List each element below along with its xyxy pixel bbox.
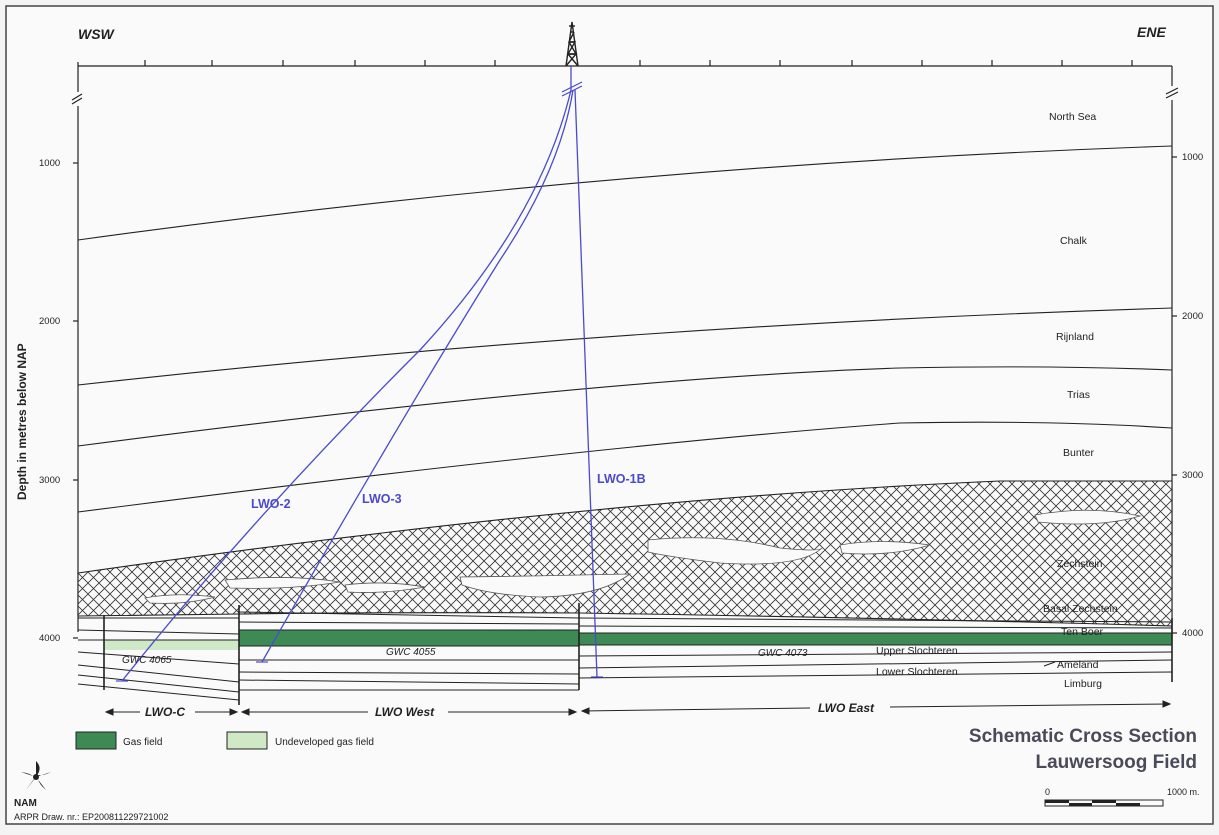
formation-trias: Trias bbox=[1067, 389, 1090, 401]
well-label-lwo-3: LWO-3 bbox=[362, 492, 402, 506]
right-tick-1000: 1000 bbox=[1182, 152, 1203, 163]
formation-ten-boer: Ten Boer bbox=[1061, 626, 1104, 638]
block-lwo-east bbox=[578, 617, 1173, 679]
horizon-base-chalk bbox=[77, 307, 1173, 386]
right-tick-3000: 3000 bbox=[1182, 470, 1203, 481]
formation-zechstein: Zechstein bbox=[1057, 558, 1103, 570]
page-frame bbox=[5, 5, 1214, 825]
left-tick-3000: 3000 bbox=[39, 475, 60, 486]
zechstein-stringers bbox=[144, 509, 1142, 604]
well-breaks bbox=[116, 81, 603, 682]
block-lwo-c bbox=[77, 617, 240, 701]
gwc-label-lwo-west: GWC 4055 bbox=[386, 647, 436, 658]
gas-zone-west bbox=[239, 630, 579, 646]
drawing-number: ARPR Draw. nr.: EP200811229721002 bbox=[14, 812, 168, 822]
undeveloped-gas-zone bbox=[104, 640, 239, 650]
top-axis bbox=[77, 60, 1172, 67]
legend-label-undeveloped: Undeveloped gas field bbox=[275, 737, 374, 748]
gas-zone-east bbox=[579, 633, 1172, 645]
figure-title-line-2: Lauwersoog Field bbox=[1035, 752, 1197, 773]
block-lwo-west bbox=[238, 611, 580, 691]
y-axis-label: Depth in metres below NAP bbox=[15, 343, 29, 500]
right-tick-4000: 4000 bbox=[1182, 628, 1203, 639]
legend-swatch-undeveloped bbox=[226, 731, 268, 750]
left-tick-2000: 2000 bbox=[39, 316, 60, 327]
horizon-base-north-sea bbox=[77, 145, 1173, 241]
segment-label-lwo-east: LWO East bbox=[818, 701, 875, 715]
left-tick-4000: 4000 bbox=[39, 633, 60, 644]
segment-label-lwo-west: LWO West bbox=[375, 705, 435, 719]
gwc-label-lwo-east: GWC 4073 bbox=[758, 648, 808, 659]
well-path-lwo-2 bbox=[121, 66, 572, 682]
horizon-base-trias bbox=[77, 421, 1173, 513]
legend-label-gas-field: Gas field bbox=[123, 737, 162, 748]
formation-north-sea: North Sea bbox=[1049, 111, 1096, 123]
segment-arrows bbox=[104, 700, 1172, 716]
gwc-label-lwo-c: GWC 4065 bbox=[122, 655, 172, 666]
drilling-rig-icon bbox=[565, 21, 579, 67]
scale-bar: 0 1000 m. bbox=[1044, 787, 1200, 807]
direction-right: ENE bbox=[1137, 24, 1166, 40]
left-tick-1000: 1000 bbox=[39, 158, 60, 169]
formation-lower-slochteren: Lower Slochteren bbox=[876, 666, 958, 678]
ameland-pointer bbox=[1043, 661, 1056, 667]
left-depth-axis bbox=[71, 66, 83, 639]
formation-rijnland: Rijnland bbox=[1056, 331, 1094, 343]
formation-limburg: Limburg bbox=[1064, 678, 1102, 690]
well-path-lwo-3 bbox=[261, 89, 574, 663]
scale-start-label: 0 bbox=[1045, 787, 1050, 797]
figure-title-line-1: Schematic Cross Section bbox=[969, 726, 1197, 747]
right-tick-2000: 2000 bbox=[1182, 311, 1203, 322]
well-path-lwo-1b bbox=[574, 89, 598, 678]
formation-basal-zechstein: Basal Zechstein bbox=[1043, 603, 1118, 615]
nam-logo-icon bbox=[21, 761, 51, 790]
segment-label-lwo-c: LWO-C bbox=[145, 705, 185, 719]
formation-bunter: Bunter bbox=[1063, 447, 1094, 459]
org-label: NAM bbox=[14, 798, 37, 809]
scale-end-label: 1000 m. bbox=[1167, 787, 1200, 797]
formation-upper-slochteren: Upper Slochteren bbox=[876, 645, 958, 657]
direction-left: WSW bbox=[78, 26, 116, 42]
legend-swatch-gas-field bbox=[75, 731, 117, 750]
formation-chalk: Chalk bbox=[1060, 235, 1088, 247]
horizon-base-rijnland bbox=[77, 366, 1173, 447]
well-label-lwo-1b: LWO-1B bbox=[597, 472, 646, 486]
formation-ameland: Ameland bbox=[1057, 659, 1099, 671]
well-label-lwo-2: LWO-2 bbox=[251, 497, 291, 511]
